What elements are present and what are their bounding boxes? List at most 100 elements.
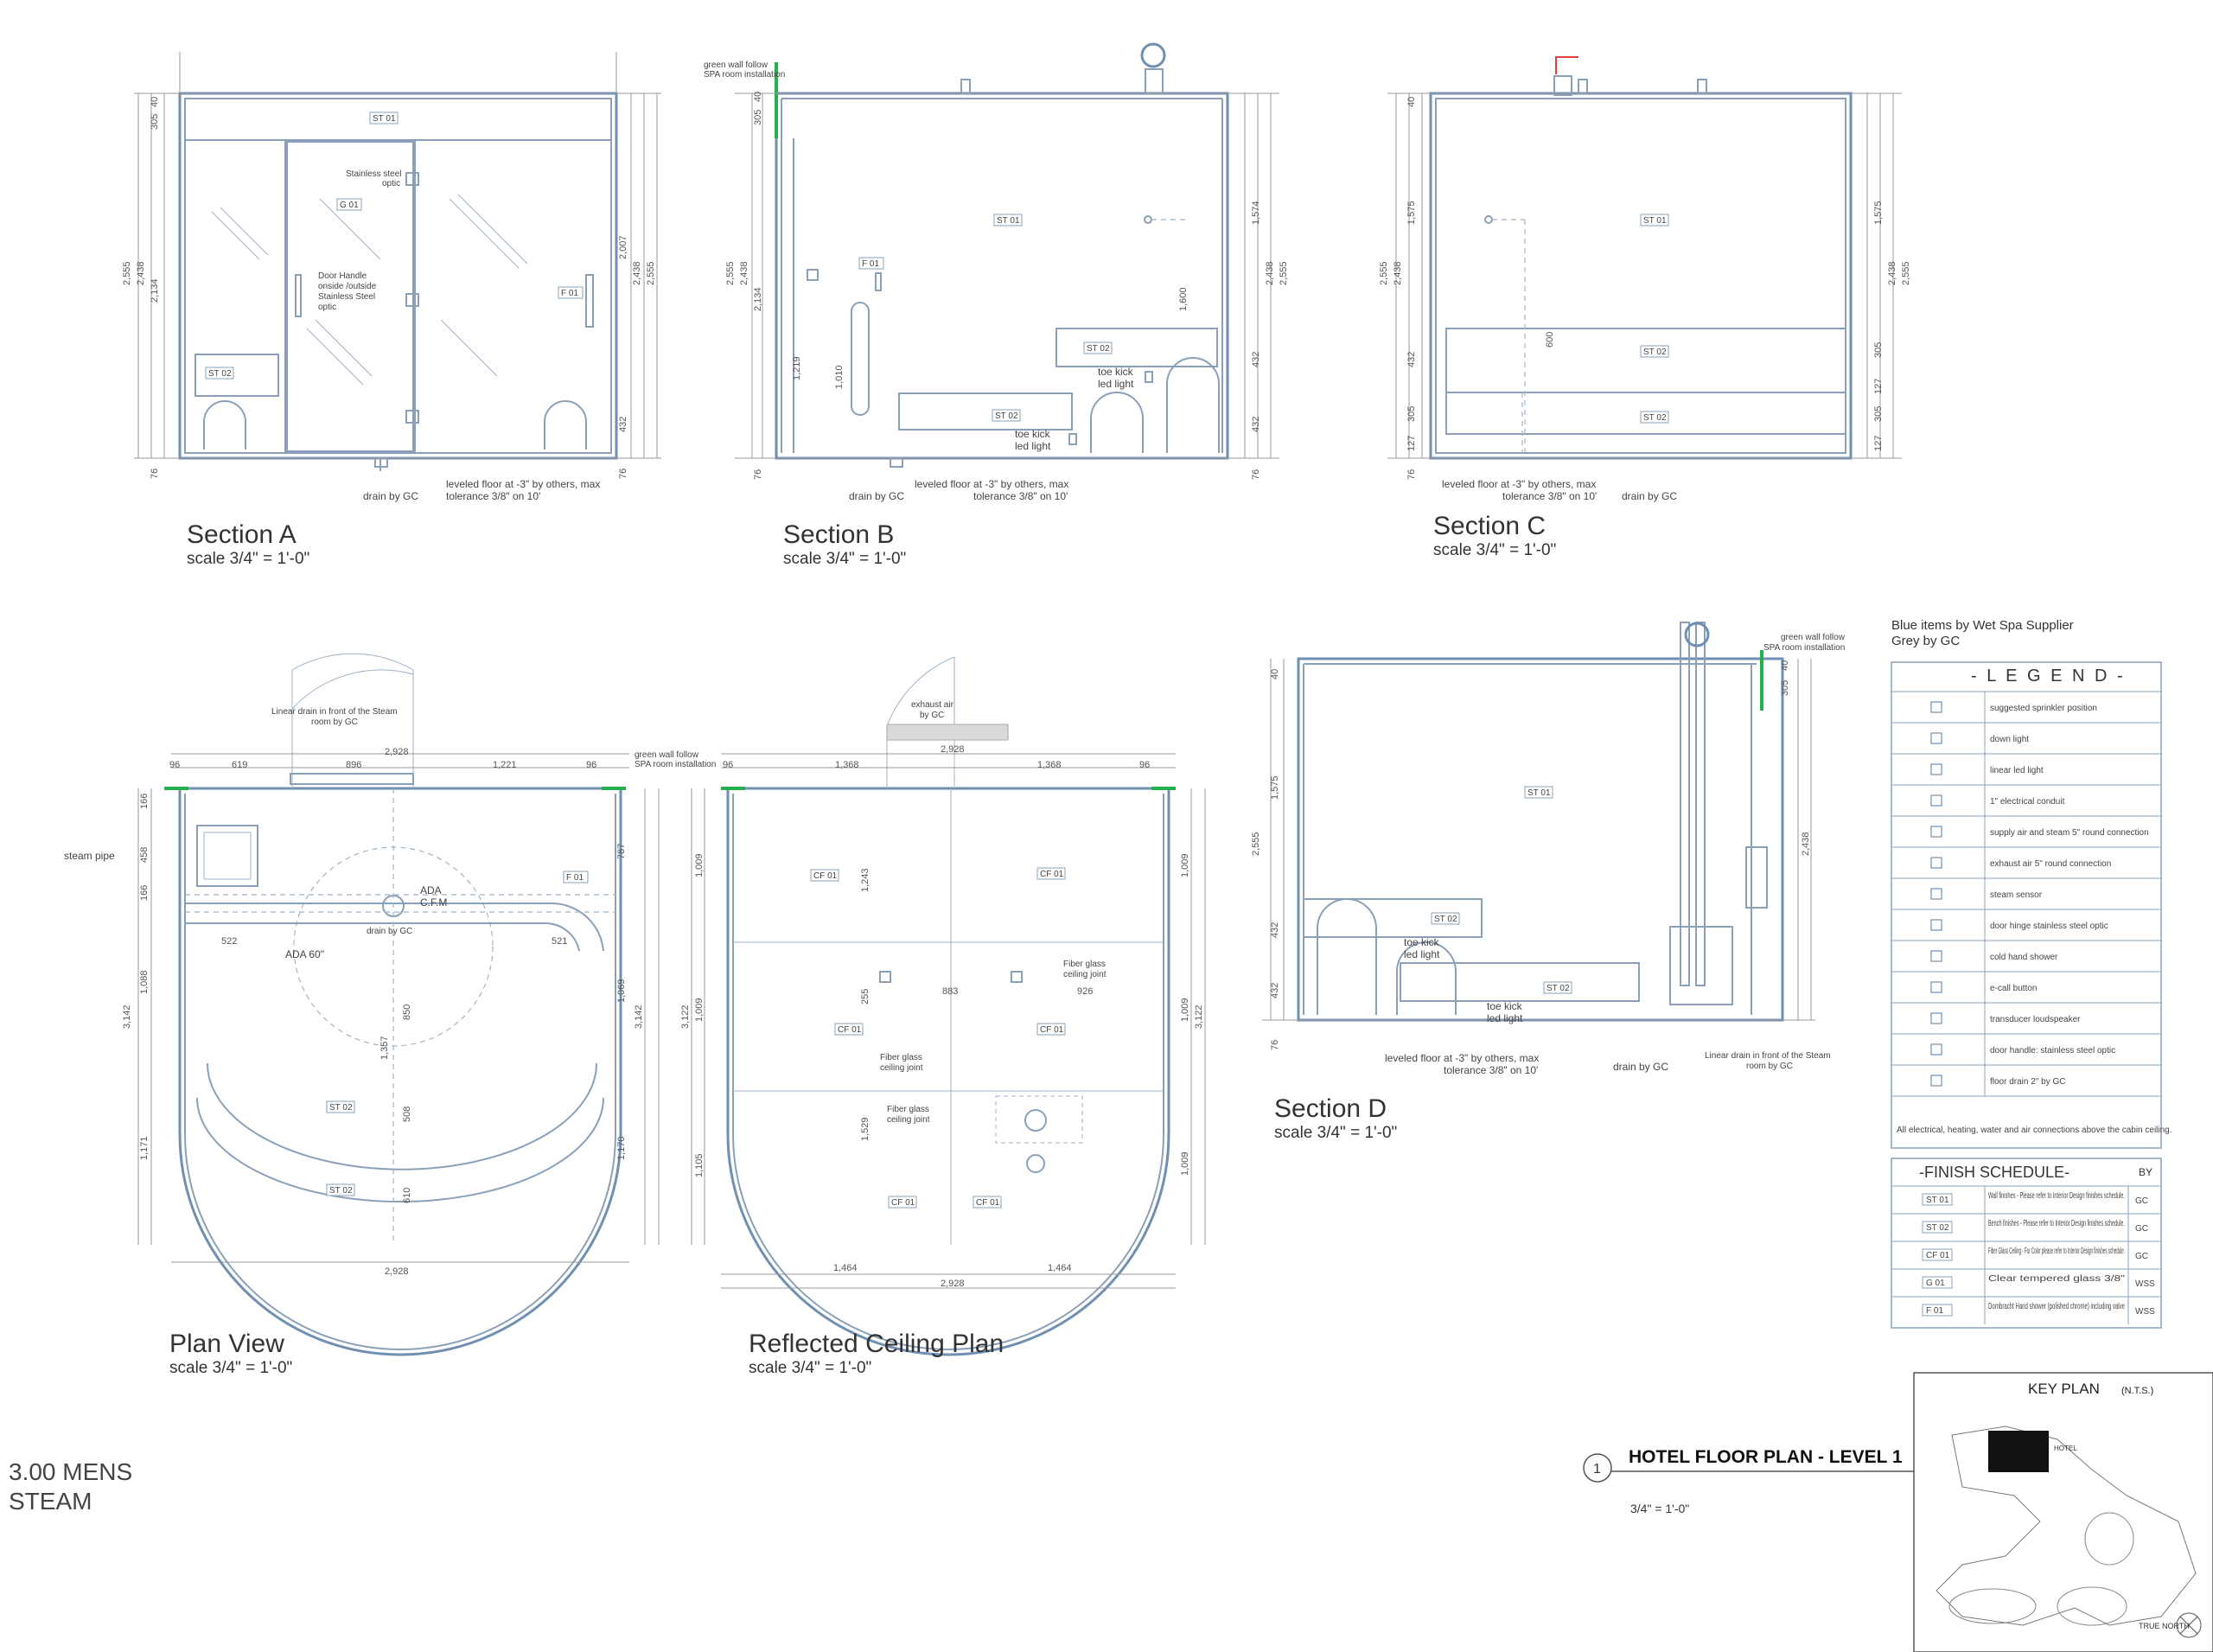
key-plan-hotel: HOTEL [2054,1445,2077,1452]
dim-rcp-2928b: 2,928 [941,1279,965,1289]
tag-cf01-4: CF 01 [1040,1025,1064,1035]
dim-c-2438: 2,438 [1393,261,1403,285]
dim-b-432: 432 [1251,352,1261,367]
tag-st02-d2: ST 02 [1547,984,1570,993]
dim-c-2555: 2,555 [1379,261,1389,285]
tag-f01: F 01 [561,289,578,298]
sheet-title: 3.00 MENS STEAM [9,1458,132,1515]
legend-item-label: supply air and steam 5" round connection [1990,828,2149,838]
legend-symbol [1930,950,1942,962]
dim-plan-166b: 166 [139,885,150,901]
note-ada: ADA [420,884,442,896]
dim-b-2438: 2,438 [739,261,749,285]
dim-c-127: 127 [1406,436,1417,451]
view-title-section-b: Section B [783,520,894,549]
dim-rcp-926: 926 [1077,986,1093,997]
note-door-handle-3: Stainless Steel [318,292,375,302]
tag-f01-b: F 01 [862,259,879,269]
dim-rcp-1464b: 1,464 [1048,1263,1072,1273]
note-fiber-2a: Fiber glass [880,1053,922,1062]
legend-item-label: 1" electrical conduit [1990,797,2065,807]
dim-plan-1069: 1,069 [616,979,627,1003]
legend-symbol [1930,981,1942,993]
dim-b-1574: 1,574 [1251,201,1261,225]
section-a: 2,555 2,438 2,134 305 40 2,007 2,438 2,5… [122,52,661,568]
legend-item-label: cold hand shower [1990,953,2058,962]
note-led-b1: led light [1098,378,1134,390]
plan-view: 2,928 619 896 1,221 96 96 2,928 166 458 … [64,653,716,1377]
key-plan-heading: HOTEL FLOOR PLAN - LEVEL 1 [1629,1447,1903,1467]
tag-st01-d: ST 01 [1527,788,1551,798]
note-level-d1: leveled floor at -3" by others, max [1385,1052,1539,1064]
dim-b-76: 76 [753,469,763,480]
legend-footnote: All electrical, heating, water and air c… [1897,1126,2172,1135]
view-title-section-c: Section C [1433,512,1546,540]
finish-by: GC [2135,1252,2148,1261]
dim-a-2555r: 2,555 [646,261,656,285]
note-linear-drain-d1: Linear drain in front of the Steam [1705,1051,1831,1061]
dim-d-40l: 40 [1270,669,1280,679]
dim-plan-896: 896 [346,760,361,770]
dim-plan-850: 850 [402,1005,412,1020]
dim-plan-458: 458 [139,847,150,863]
dim-a-2007: 2,007 [618,235,628,259]
dim-c-40: 40 [1406,97,1417,107]
note-green-b1: green wall follow [704,61,768,70]
tag-st02-b1: ST 02 [1087,344,1110,354]
dim-a-2134: 2,134 [150,278,160,303]
dim-b-1010: 1,010 [834,365,845,389]
dim-rcp-96r: 96 [1139,760,1150,770]
tag-st02-c1: ST 02 [1643,348,1667,357]
dim-rcp-1009c: 1,009 [1180,853,1190,877]
section-d: 2,555 1,575 432 432 305 40 40 2,438 76 S… [1251,622,1846,1142]
dim-plan-522: 522 [221,936,237,947]
key-plan-nts: (N.T.S.) [2121,1386,2153,1396]
note-drain-plan: drain by GC [367,927,412,936]
dim-c-76: 76 [1406,469,1417,480]
finish-title: -FINISH SCHEDULE- [1919,1164,2070,1181]
legend-item-label: down light [1990,735,2029,744]
note-drain-c: drain by GC [1622,490,1677,502]
tag-f01-plan: F 01 [566,873,584,883]
dim-rcp-1009e: 1,009 [1180,1151,1190,1176]
finish-code: CF 01 [1926,1251,1950,1260]
dim-rcp-883: 883 [942,986,958,997]
dim-plan-619: 619 [232,760,247,770]
dim-b-1219: 1,219 [792,356,802,380]
dim-rcp-255: 255 [860,989,871,1005]
dim-a-40: 40 [150,97,160,107]
finish-description: Wall finishes - Please refer to Interior… [1988,1191,2125,1201]
dim-a-2555: 2,555 [122,261,132,285]
legend-symbol [1930,794,1942,807]
sheet-title-line2: STEAM [9,1488,92,1515]
finish-code: G 01 [1926,1279,1945,1288]
note-level-a2: tolerance 3/8" on 10' [446,490,540,502]
dim-b-305: 305 [753,110,763,125]
legend-symbol [1930,919,1942,931]
tag-cf01-2: CF 01 [1040,870,1064,879]
tag-st02-d1: ST 02 [1434,915,1457,924]
finish-description: Fiber Glass Ceiling - For Color please r… [1988,1247,2125,1256]
dim-rcp-96: 96 [723,760,733,770]
dim-b-76r: 76 [1251,469,1261,480]
note-drain-d: drain by GC [1613,1061,1668,1073]
legend-item-label: linear led light [1990,766,2044,775]
legend-symbol [1930,888,1942,900]
legend-symbol [1930,826,1942,838]
note-level-c1: leveled floor at -3" by others, max [1442,478,1596,490]
dim-rcp-1529: 1,529 [860,1117,871,1141]
legend-symbol [1930,1012,1942,1024]
dim-b-2134: 2,134 [753,287,763,311]
legend-item-label: door handle: stainless steel optic [1990,1046,2115,1056]
note-level-a1: leveled floor at -3" by others, max [446,478,600,490]
note-exhaust-2: by GC [920,711,944,720]
dim-rcp-1009a: 1,009 [694,853,705,877]
note-door-handle-4: optic [318,303,336,312]
view-title-plan: Plan View [169,1330,284,1358]
note-exhaust-1: exhaust air [911,700,954,710]
view-title-section-a: Section A [187,520,297,549]
note-cfm: C.F.M [420,896,447,909]
tag-cf01-6: CF 01 [976,1198,1000,1208]
